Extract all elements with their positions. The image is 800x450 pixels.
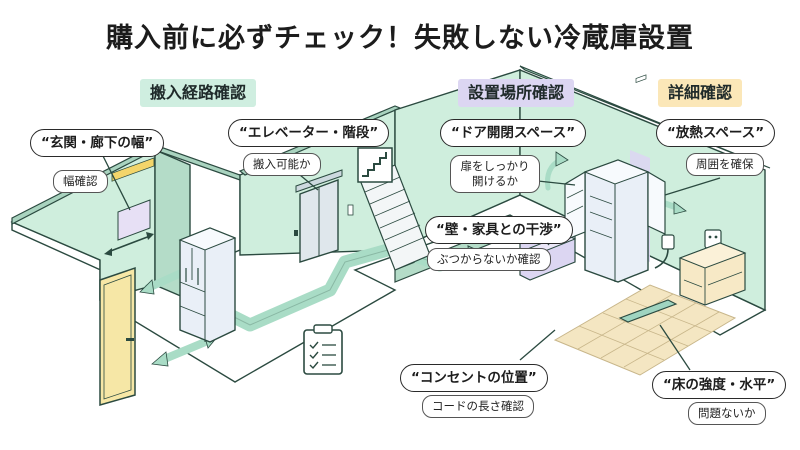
callout-elevator-stairs: “エレベーター・階段” (228, 119, 390, 147)
page-title: 購入前に必ずチェック！失敗しない冷蔵庫設置 (106, 23, 694, 54)
note-outlet-position: コードの長さ確認 (422, 395, 534, 418)
fridge-icon (178, 227, 237, 343)
note-floor-strength: 問題ないか (688, 402, 766, 425)
section-route-check: 搬入経路確認 (140, 79, 257, 107)
note-heat-space: 周囲を確保 (686, 153, 764, 176)
note-entrance-width: 幅確認 (53, 170, 108, 193)
tape-measure-icon (104, 157, 155, 256)
door-icon (99, 266, 136, 406)
callout-entrance-width: “玄関・廊下の幅” (30, 129, 165, 157)
callout-wall-furniture: “壁・家具との干渉” (425, 216, 573, 244)
callout-door-space: “ドア開閉スペース” (440, 119, 587, 147)
note-door-space-line1: 扉をしっかり (460, 159, 530, 173)
clipboard-checklist-icon (303, 324, 343, 375)
note-door-space: 扉をしっかり 開けるか (450, 155, 540, 193)
callout-heat-space: “放熱スペース” (656, 119, 776, 147)
tv-stand-icon (678, 242, 747, 306)
elevator-icon (294, 169, 354, 263)
level-tool-icon (618, 74, 678, 323)
section-placement-check: 設置場所確認 (458, 79, 575, 107)
callout-floor-strength: “床の強度・水平” (652, 371, 787, 399)
note-wall-furniture: ぶつからないか確認 (427, 248, 551, 271)
note-door-space-line2: 開けるか (472, 174, 518, 188)
floor-tiles (553, 284, 737, 376)
callout-outlet-position: “コンセントの位置” (400, 364, 548, 392)
note-elevator-stairs: 搬入可能か (243, 153, 321, 176)
section-detail-check: 詳細確認 (658, 79, 743, 107)
